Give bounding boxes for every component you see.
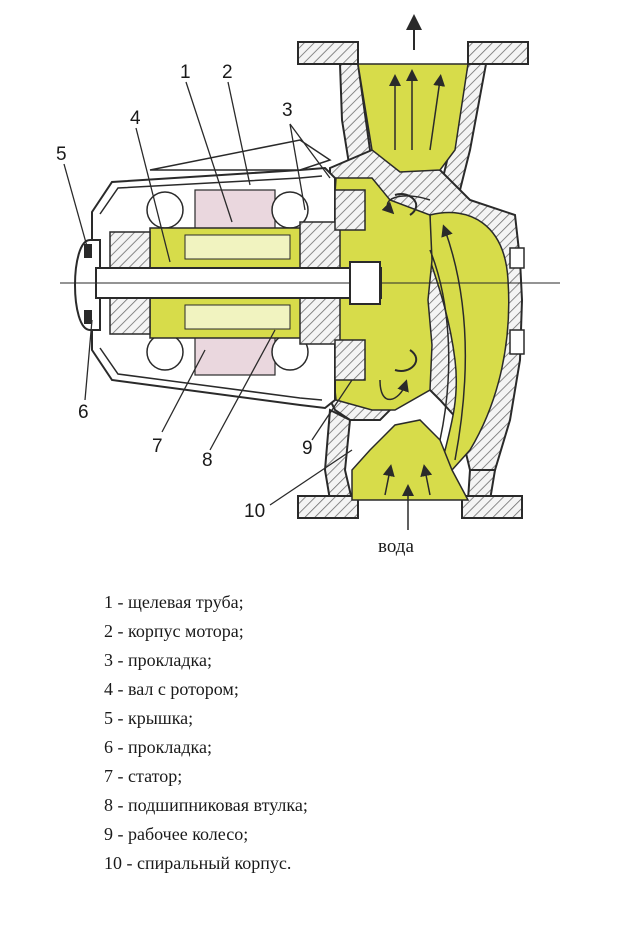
legend-item-number: 6 [104,737,113,757]
water-label: вода [378,536,414,557]
legend-item-text: - рабочее колесо; [113,824,249,844]
legend-item: 9 - рабочее колесо; [104,820,524,849]
legend-item-number: 1 [104,592,113,612]
legend-item-text: - прокладка; [113,737,212,757]
legend-item-text: - щелевая труба; [113,592,244,612]
legend-item-number: 4 [104,679,113,699]
callout-2: 2 [222,62,233,83]
leader-lines [63,81,353,506]
legend-item: 10 - спиральный корпус. [104,849,524,878]
legend-item: 6 - прокладка; [104,733,524,762]
stator [146,189,309,376]
legend-item: 7 - статор; [104,762,524,791]
callout-9: 9 [302,438,313,459]
impeller [334,189,418,381]
callout-6: 6 [78,402,89,423]
legend-item-text: - крышка; [113,708,194,728]
legend-item-text: - прокладка; [113,650,212,670]
legend-item: 3 - прокладка; [104,646,524,675]
pump-cross-section-diagram: 1 2 3 4 5 6 7 8 9 10 вода [56,14,560,557]
legend-item-number: 2 [104,621,113,641]
callout-8: 8 [202,450,213,471]
legend-item-number: 3 [104,650,113,670]
legend-item-number: 5 [104,708,113,728]
callout-4: 4 [130,108,141,129]
legend-item-text: - подшипниковая втулка; [113,795,308,815]
callout-5: 5 [56,144,67,165]
parts-legend: 1 - щелевая труба;2 - корпус мотора;3 - … [104,588,524,878]
legend-item: 4 - вал с ротором; [104,675,524,704]
legend-item-text: - спиральный корпус. [122,853,292,873]
legend-item-number: 9 [104,824,113,844]
legend-item-text: - вал с ротором; [113,679,239,699]
end-cap [74,239,101,331]
legend-item-number: 10 [104,853,122,873]
legend-item: 2 - корпус мотора; [104,617,524,646]
legend-item: 8 - подшипниковая втулка; [104,791,524,820]
callout-7: 7 [152,436,163,457]
legend-item-number: 7 [104,766,113,786]
flow-arrows [379,14,466,530]
legend-item-number: 8 [104,795,113,815]
callout-1: 1 [180,62,191,83]
legend-item-text: - корпус мотора; [113,621,244,641]
shaft [60,261,560,305]
callout-3: 3 [282,100,293,121]
callout-labels: 1 2 3 4 5 6 7 8 9 10 вода [56,62,414,557]
legend-item: 5 - крышка; [104,704,524,733]
callout-10: 10 [244,501,265,522]
legend-item: 1 - щелевая труба; [104,588,524,617]
legend-item-text: - статор; [113,766,183,786]
